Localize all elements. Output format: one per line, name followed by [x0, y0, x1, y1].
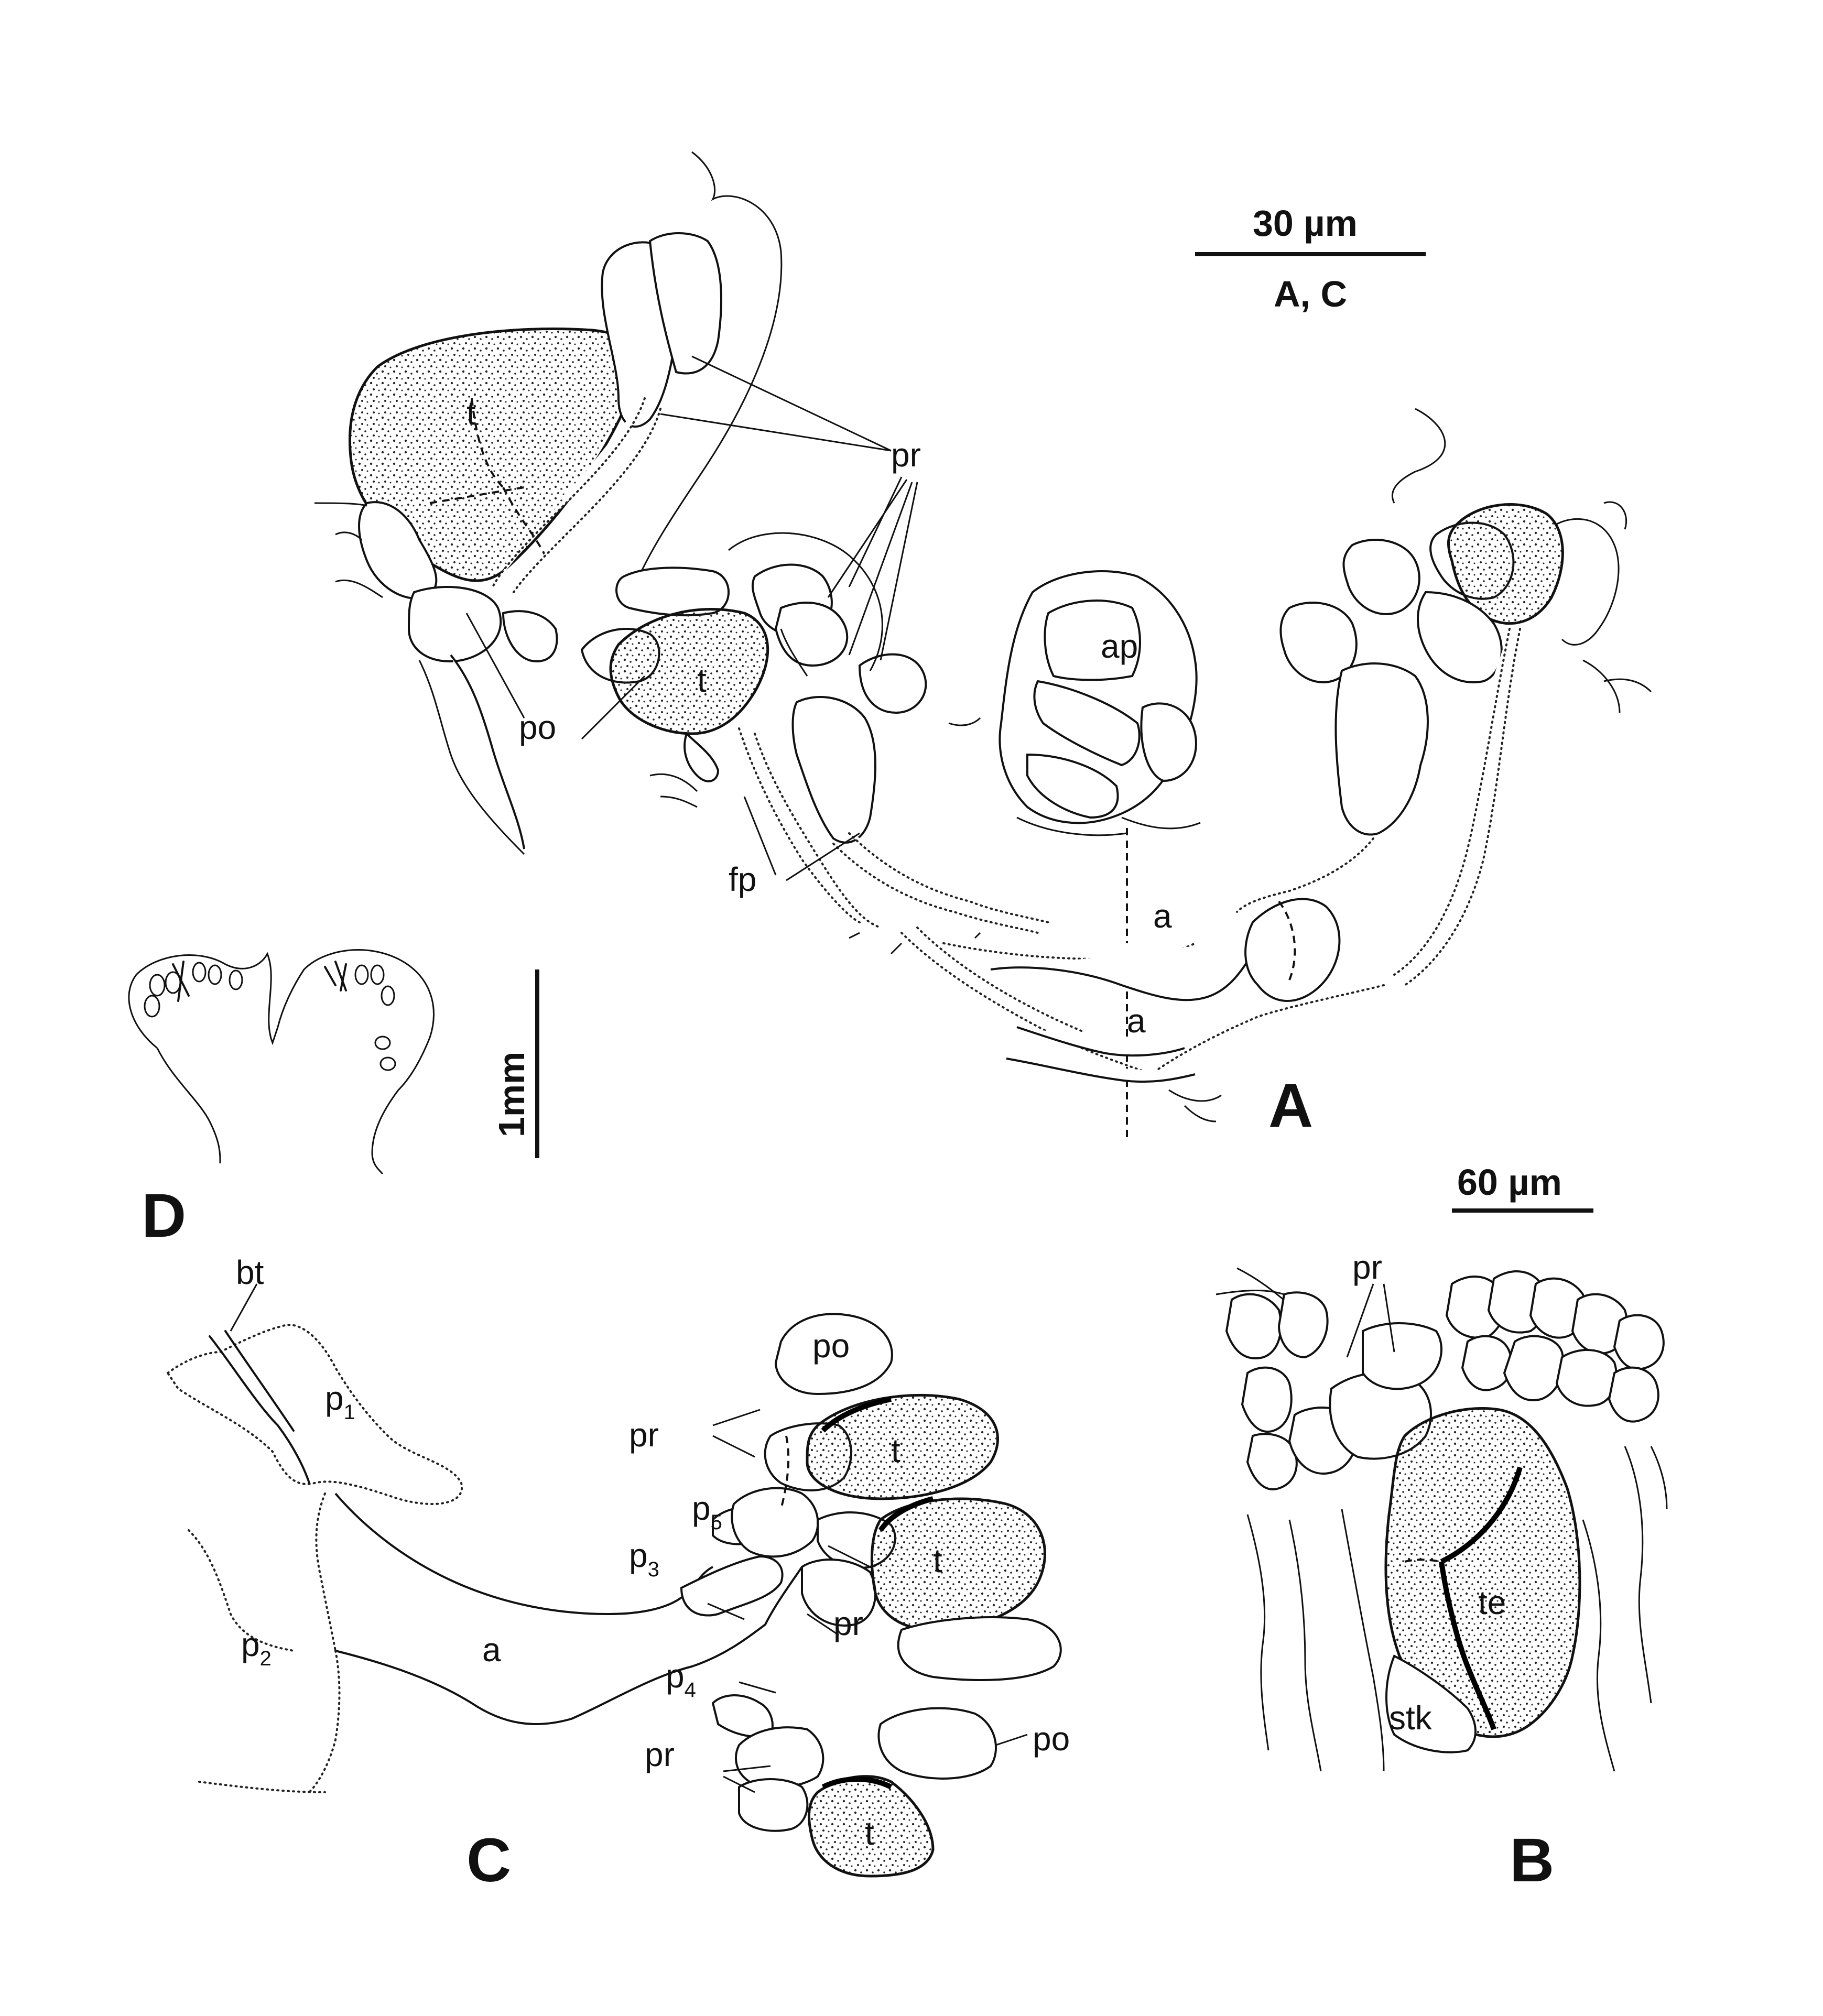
scale-bar-ac-panels: A, C [1274, 274, 1347, 314]
label-p1: p1 [325, 1379, 355, 1424]
testis-c-bottom [807, 1775, 935, 1878]
testis-b [1384, 1407, 1581, 1738]
panel-b-labels: pr te stk B [1352, 1248, 1554, 1895]
label-po-a: po [519, 709, 556, 746]
label-a-a2: a [1127, 1002, 1146, 1040]
panel-label-a: A [1268, 1071, 1313, 1140]
label-pr-c1: pr [629, 1416, 659, 1454]
testis-c-middle [870, 1497, 1046, 1631]
testis-middle [609, 608, 769, 735]
label-stk: stk [1389, 1699, 1433, 1737]
label-pr-b: pr [1352, 1248, 1382, 1286]
label-ap: ap [1101, 627, 1138, 665]
label-po-c1: po [812, 1327, 850, 1365]
scale-bar-d-value: 1mm [491, 1052, 532, 1137]
label-t-c3: t [865, 1814, 874, 1852]
panel-d-drawing [128, 949, 435, 1175]
label-p2: p2 [241, 1626, 272, 1670]
panel-label-c: C [466, 1826, 511, 1895]
panel-label-b: B [1510, 1826, 1554, 1895]
label-p4: p4 [666, 1657, 696, 1702]
panel-label-d: D [142, 1181, 186, 1250]
label-t-c1: t [891, 1432, 900, 1469]
label-te: te [1478, 1584, 1506, 1621]
testis-right [1447, 503, 1564, 625]
scale-bar-ac: 30 µm A, C [1195, 203, 1426, 314]
label-p3: p3 [629, 1536, 659, 1581]
panel-c-drawing [166, 1313, 1062, 1878]
label-po-c2: po [1033, 1720, 1070, 1758]
label-pr-a1: pr [891, 436, 921, 474]
testis-large [349, 328, 642, 582]
scale-bar-b-value: 60 µm [1457, 1162, 1562, 1203]
label-bt: bt [236, 1254, 264, 1291]
panel-d-labels: D [142, 1181, 186, 1250]
panel-a-drawing [314, 151, 1652, 1137]
label-t-a2: t [697, 661, 707, 699]
leader-lines [230, 355, 1395, 1793]
panel-a-labels: t pr po t ap fp a a A [466, 394, 1313, 1140]
label-t-c2: t [933, 1542, 942, 1579]
scale-bar-b: 60 µm [1452, 1162, 1593, 1213]
scale-bar-ac-value: 30 µm [1253, 203, 1358, 244]
label-fp: fp [729, 860, 756, 898]
label-p5: p5 [692, 1489, 722, 1534]
label-pr-c2: pr [833, 1605, 863, 1642]
testis-c-top [806, 1393, 999, 1500]
label-t-a1: t [466, 394, 476, 432]
scale-bar-d: 1mm [491, 969, 539, 1158]
panel-b-drawing [1216, 1267, 1668, 1772]
label-a-a1: a [1153, 897, 1172, 935]
panel-c-labels: bt p1 p2 a p3 p5 p4 po t t t pr pr pr po… [236, 1254, 1070, 1895]
label-pr-c3: pr [645, 1736, 675, 1773]
label-a-c: a [482, 1631, 501, 1669]
